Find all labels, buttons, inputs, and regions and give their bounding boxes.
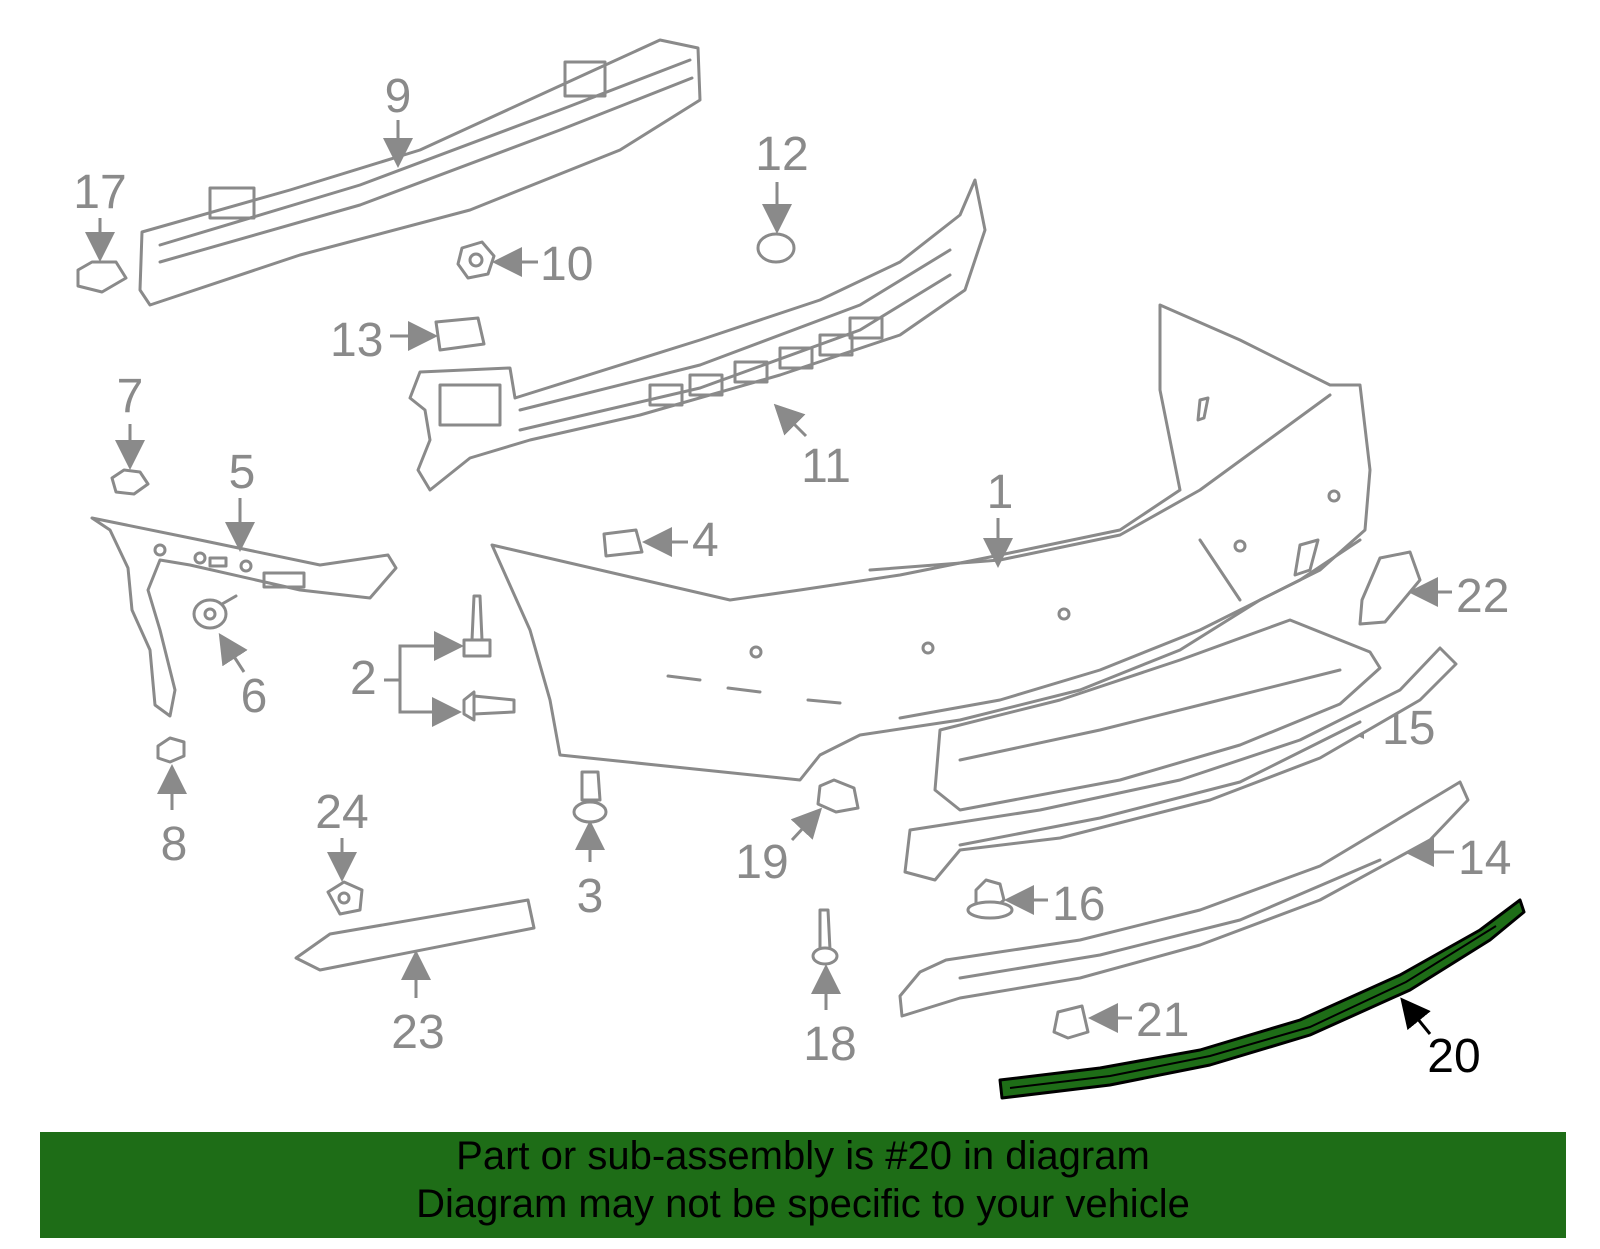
part-16-shape xyxy=(966,878,1014,920)
callout-13: 13 xyxy=(330,314,383,367)
callout-11: 11 xyxy=(801,440,851,493)
callout-1: 1 xyxy=(987,466,1014,519)
leader-11 xyxy=(773,403,808,438)
callout-8: 8 xyxy=(161,818,188,871)
screw-part-18 xyxy=(811,908,839,966)
callout-4: 4 xyxy=(692,514,719,567)
callout-18: 18 xyxy=(803,1018,856,1071)
callout-2: 2 xyxy=(350,652,377,705)
highlighted-part-20 xyxy=(998,898,1526,1100)
part-22-shape xyxy=(1358,550,1422,626)
callout-17: 17 xyxy=(73,166,126,219)
lower-valance-part-14 xyxy=(903,646,1458,882)
part-21-shape xyxy=(1052,1004,1090,1040)
callout-6: 6 xyxy=(241,670,268,723)
callout-14: 14 xyxy=(1458,832,1511,885)
callout-5: 5 xyxy=(229,446,256,499)
banner-line-2: Diagram may not be specific to your vehi… xyxy=(416,1182,1190,1226)
trim-strip-part-23 xyxy=(294,898,536,972)
bracket-part-5 xyxy=(90,516,398,718)
banner-line-1: Part or sub-assembly is #20 in diagram xyxy=(456,1134,1150,1178)
part-13-shape xyxy=(434,316,486,352)
part-24-shape xyxy=(326,880,364,916)
bumper-cover-part xyxy=(490,303,1372,782)
lower-diffuser-shape xyxy=(898,780,1470,1018)
callout-23: 23 xyxy=(391,1006,444,1059)
push-pin-part-6 xyxy=(192,594,238,630)
callout-16: 16 xyxy=(1052,878,1105,931)
push-retainer-part-3 xyxy=(572,770,608,824)
bolts-part-2 xyxy=(462,594,516,722)
impact-bar-part xyxy=(138,38,702,307)
nut-part-10 xyxy=(456,240,496,280)
parts-diagram: 9 17 10 12 13 11 7 xyxy=(73,38,1526,1100)
callout-10: 10 xyxy=(540,238,593,291)
energy-absorber-part xyxy=(408,178,987,492)
lower-molding-part-15 xyxy=(933,618,1382,812)
part-8-shape xyxy=(156,736,186,764)
leader-19 xyxy=(790,807,823,842)
notice-banner: Part or sub-assembly is #20 in diagram D… xyxy=(40,1132,1566,1238)
callout-9: 9 xyxy=(385,70,412,123)
leader-6 xyxy=(218,632,248,673)
leader-2a xyxy=(384,631,464,682)
leader-20 xyxy=(1400,997,1432,1035)
callout-24: 24 xyxy=(315,786,368,839)
callout-3: 3 xyxy=(577,870,604,923)
part-4-shape xyxy=(602,528,644,558)
callout-19: 19 xyxy=(735,836,788,889)
part-7-shape xyxy=(110,468,150,496)
callout-12: 12 xyxy=(755,128,808,181)
leader-2b xyxy=(398,680,462,727)
washer-part-12 xyxy=(756,232,796,264)
callout-21: 21 xyxy=(1136,994,1189,1047)
part-19-shape xyxy=(816,778,860,814)
callout-22: 22 xyxy=(1456,570,1509,623)
callout-7: 7 xyxy=(117,370,144,423)
part-17-shape xyxy=(76,260,128,294)
callout-20: 20 xyxy=(1427,1030,1480,1083)
